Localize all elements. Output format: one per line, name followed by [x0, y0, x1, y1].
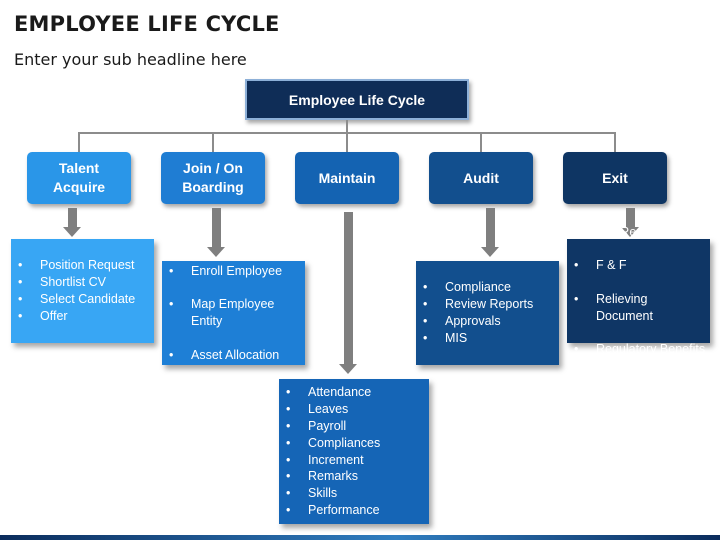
list-item: Asset Allocation: [162, 347, 305, 364]
list-item: Select Candidate: [11, 291, 154, 308]
branch-connector-join: [212, 132, 214, 152]
list-item: Increment: [279, 452, 429, 469]
list-item: Compliance: [416, 279, 559, 296]
items-box-join-onboarding: Enroll Employee Map Employee Entity Asse…: [162, 261, 305, 365]
list-item: Payroll: [279, 418, 429, 435]
category-join-onboarding: Join / On Boarding: [161, 152, 265, 204]
list-item: Offer: [11, 308, 154, 325]
list-item: Shortlist CV: [11, 274, 154, 291]
category-maintain: Maintain: [295, 152, 399, 204]
list-item: Enroll Employee: [162, 263, 305, 280]
items-box-talent-acquire: Position Request Shortlist CV Select Can…: [11, 239, 154, 343]
list-item: MIS: [416, 330, 559, 347]
list-item: Remarks: [279, 468, 429, 485]
branch-connector-audit: [480, 132, 482, 152]
list-item: Regulatory Benefits: [567, 341, 710, 358]
list-item: Map Employee Entity: [162, 296, 305, 330]
category-audit: Audit: [429, 152, 533, 204]
list-item: F & F: [567, 257, 710, 274]
branch-connector-talent: [78, 132, 80, 152]
list-item: Relieving Document: [567, 291, 710, 325]
list-item: Performance: [279, 502, 429, 519]
list-item: Approvals: [416, 313, 559, 330]
category-talent-acquire: Talent Acquire: [27, 152, 131, 204]
list-item: Review Reports: [416, 296, 559, 313]
items-box-maintain: Attendance Leaves Payroll Compliances In…: [279, 379, 429, 524]
branch-connector-exit: [614, 132, 616, 152]
items-box-exit: Exit Remarks F & F Relieving Document Re…: [567, 224, 710, 358]
items-box-audit: Compliance Review Reports Approvals MIS: [416, 261, 559, 365]
footer-bar: [0, 535, 720, 540]
branch-connector-maintain: [346, 132, 348, 152]
page-title: EMPLOYEE LIFE CYCLE: [14, 12, 280, 36]
list-item: Attendance: [279, 384, 429, 401]
list-item: Exit Remarks: [567, 224, 710, 241]
root-connector-vertical: [346, 120, 348, 133]
list-item: Skills: [279, 485, 429, 502]
list-item: Position Request: [11, 257, 154, 274]
page-subtitle: Enter your sub headline here: [14, 50, 247, 69]
list-item: Compliances: [279, 435, 429, 452]
root-node: Employee Life Cycle: [245, 79, 469, 120]
list-item: Leaves: [279, 401, 429, 418]
category-exit: Exit: [563, 152, 667, 204]
